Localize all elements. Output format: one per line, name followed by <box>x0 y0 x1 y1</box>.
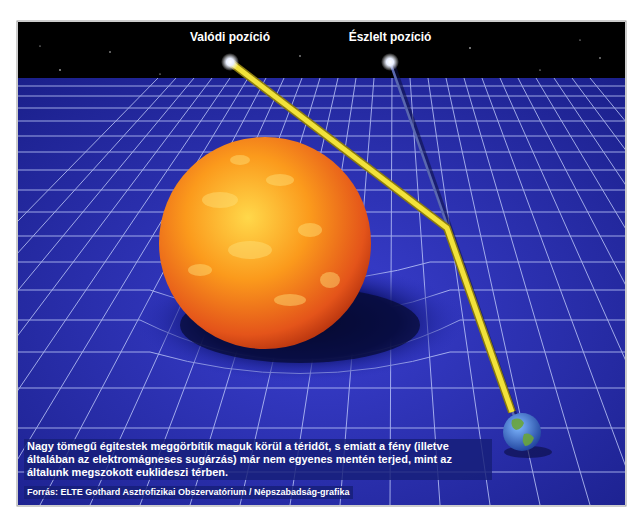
earth <box>503 413 541 451</box>
space-grid-ground <box>18 78 625 505</box>
sun-texture <box>188 155 340 306</box>
star-label: Észlelt pozíció <box>349 30 432 44</box>
star-field <box>18 22 625 80</box>
real-star <box>221 53 239 71</box>
sun <box>159 137 371 349</box>
source-note: Forrás: ELTE Gothard Asztrofizikai Obsze… <box>24 486 353 499</box>
frame <box>17 21 626 506</box>
caption-text: Nagy tömegű égitestek meggörbítik maguk … <box>24 439 492 480</box>
earth-land <box>512 419 535 446</box>
background-stars <box>39 39 600 74</box>
spacetime-grid <box>18 78 625 505</box>
star-label: Valódi pozíció <box>190 30 270 44</box>
light-ray-edge <box>230 62 512 412</box>
light-ray <box>230 62 512 412</box>
apparent-star <box>381 53 399 71</box>
